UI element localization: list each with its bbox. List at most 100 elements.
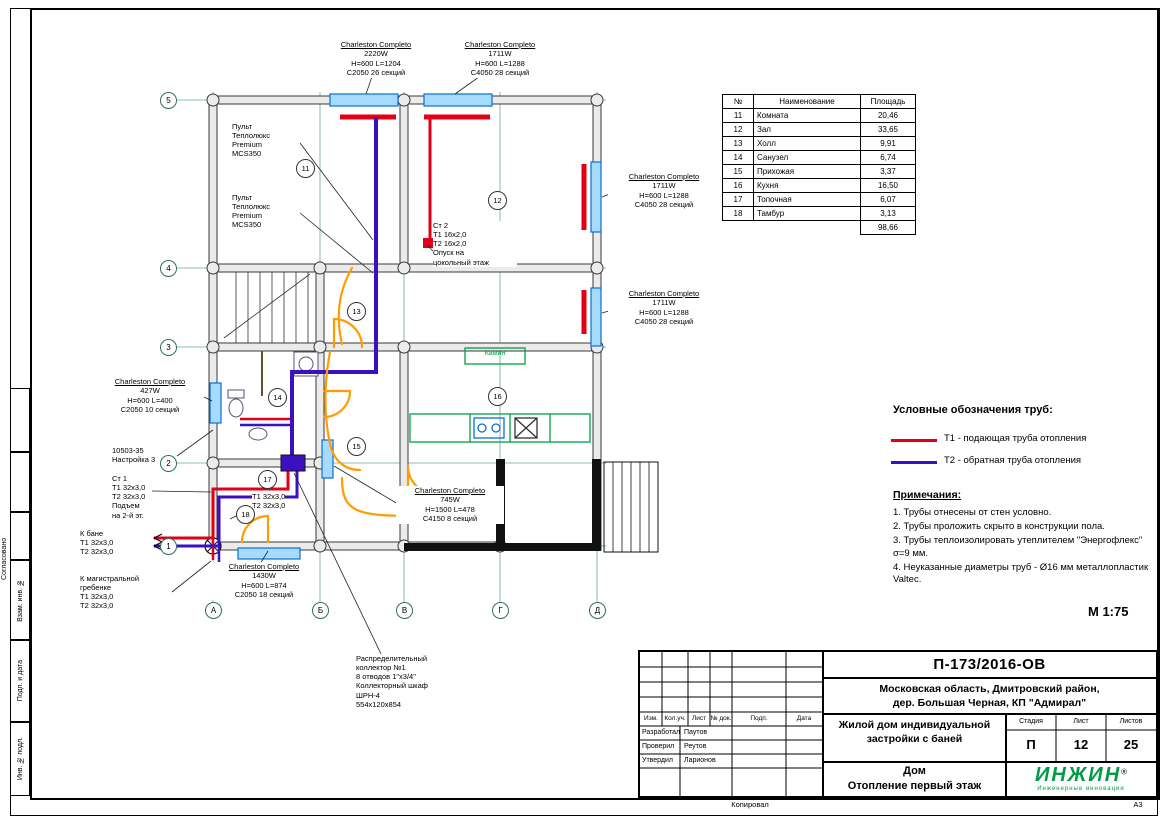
room-bubble-11: 11: [296, 159, 315, 178]
radiator-spec: 745W H=1500 L=478 C4150 8 секций: [422, 495, 478, 524]
sheet-number: 12: [1073, 737, 1089, 752]
legend-title: Условные обозначения труб:: [893, 404, 1053, 416]
cell: [754, 221, 861, 235]
col-dok: № док.: [710, 715, 732, 722]
fireplace-label: Камин: [484, 350, 506, 357]
radiator-spec: 2220W H=600 L=1204 C2050 26 секций: [346, 49, 406, 78]
cell: 16,50: [860, 178, 916, 193]
radiator-name: Charleston Completo: [628, 289, 700, 298]
radiator-name: Charleston Completo: [464, 40, 536, 49]
radiator-label-2: Charleston Completo 1711W H=600 L=1288 C…: [444, 40, 556, 78]
note-item: 4. Неуказанные диаметры труб - Ø16 мм ме…: [893, 562, 1149, 586]
col-izm: Изм.: [644, 715, 658, 722]
scale-label: М 1:75: [1088, 604, 1129, 619]
margin-box-inv: Инв. № подл.: [10, 722, 30, 796]
bathroom-fixtures: [227, 351, 319, 441]
radiator-spec: 1711W H=600 L=1288 C4050 28 секций: [634, 298, 694, 327]
name-razrabotal: Паутов: [684, 729, 708, 736]
riser-1-label: Ст 1 Т1 32х3,0 Т2 32х3,0 Подъем на 2-й э…: [112, 474, 146, 520]
col-list: Лист: [691, 715, 707, 722]
total-area: 98,66: [860, 220, 916, 235]
axis-number-2: 2: [160, 455, 177, 472]
room-bubble-15: 15: [347, 437, 366, 456]
collector-label: Распределительный коллектор №1 8 отводов…: [356, 654, 486, 709]
cell: 3,13: [860, 206, 916, 221]
col-podp: Подп.: [750, 715, 768, 722]
cell: 13: [722, 136, 754, 151]
title-block: Изм. Кол.уч. Лист № док. Подп. Дата Разр…: [638, 650, 1158, 798]
t1-legend-label: Т1 - подающая труба отопления: [944, 433, 1087, 444]
cell: 6,74: [860, 150, 916, 165]
drawing-frame: [30, 8, 1160, 800]
margin-box-2: [10, 452, 30, 512]
pipes-t1-supply: [154, 114, 587, 560]
cell: [723, 221, 754, 235]
cell: 20,46: [860, 108, 916, 123]
cell: 33,65: [860, 122, 916, 137]
notes-block: Примечания: 1. Трубы отнесены от стен ус…: [893, 489, 1149, 589]
collector-cabinet: [280, 454, 306, 472]
t2-line-swatch: [891, 461, 937, 464]
format-label: А3: [1133, 800, 1143, 809]
cell: 6,07: [860, 192, 916, 207]
radiator-name: Charleston Completo: [414, 486, 486, 495]
axis-number-4: 4: [160, 260, 177, 277]
note-item: 3. Трубы теплоизолировать утеплителем "Э…: [893, 535, 1143, 559]
stage-header: Стадия: [1019, 718, 1043, 725]
radiator-label-6: Charleston Completo 745W H=1500 L=478 C4…: [396, 486, 504, 524]
radiator-label-3: Charleston Completo 1711W H=600 L=1288 C…: [608, 172, 720, 210]
radiator-label-5: Charleston Completo 427W H=600 L=400 C20…: [96, 377, 204, 415]
cell: 11: [722, 108, 754, 123]
radiator-label-7: Charleston Completo 1430W H=600 L=874 C2…: [210, 562, 318, 600]
axis-letter-a: А: [205, 602, 222, 619]
axis-letter-d: Д: [589, 602, 606, 619]
pipe-size-label: Т1 32х3,0 Т2 32х3,0: [252, 492, 286, 511]
cell: 9,91: [860, 136, 916, 151]
t1-line-swatch: [891, 439, 937, 442]
sheets-total: 25: [1123, 737, 1139, 752]
col-name: Наименование: [753, 94, 861, 109]
sheet-header: Лист: [1073, 718, 1089, 725]
valve-setting-label: 10503-35 Настройка 3: [112, 446, 156, 465]
cell: 17: [722, 192, 754, 207]
sheet-title: Дом Отопление первый этаж: [847, 765, 982, 792]
log-end-circles: [206, 93, 604, 553]
role-utverdil: Утвердил: [642, 757, 673, 764]
room-bubble-14: 14: [268, 388, 287, 407]
riser-2-label: Ст 2 Т1 16х2,0 Т2 16х2,0 Опуск на цоколь…: [433, 221, 517, 267]
role-razrabotal: Разработал: [642, 729, 681, 736]
margin-box-1: [10, 388, 30, 452]
axis-number-3: 3: [160, 339, 177, 356]
cell: 3,37: [860, 164, 916, 179]
leader-lines: [151, 61, 613, 657]
radiator-spec: 427W H=600 L=400 C2050 10 секций: [120, 386, 180, 415]
thermostat-label-1: Пульт Теплолюкс Premium MCS350: [232, 122, 270, 159]
cell: 14: [722, 150, 754, 165]
cell: 12: [722, 122, 754, 137]
company-logo: ИНЖИН® Инженерные инновации: [1008, 764, 1154, 796]
project-object: Жилой дом индивидуальной застройки с бан…: [838, 719, 991, 746]
name-utverdil: Ларионов: [684, 757, 716, 764]
pipes-t2-return: [154, 117, 378, 566]
logo-text: ИНЖИН: [1034, 764, 1122, 786]
radiator-name: Charleston Completo: [114, 377, 186, 386]
to-bathhouse-label: К бане Т1 32х3,0 Т2 32х3,0: [80, 529, 114, 557]
radiator-name: Charleston Completo: [228, 562, 300, 571]
room-bubble-18: 18: [236, 505, 255, 524]
pipe-arrowheads: [152, 533, 163, 551]
col-area: Площадь: [860, 94, 916, 109]
room-bubble-17: 17: [258, 470, 277, 489]
radiator-name: Charleston Completo: [340, 40, 412, 49]
axis-number-1: 1: [160, 538, 177, 555]
cell: Холл: [753, 136, 861, 151]
name-proveril: Реутов: [684, 743, 707, 750]
cell: 18: [722, 206, 754, 221]
to-main-manifold-label: К магистральной гребенке Т1 32х3,0 Т2 32…: [80, 574, 140, 611]
t2-legend-label: Т2 - обратная труба отопления: [944, 455, 1082, 466]
cell: 15: [722, 164, 754, 179]
